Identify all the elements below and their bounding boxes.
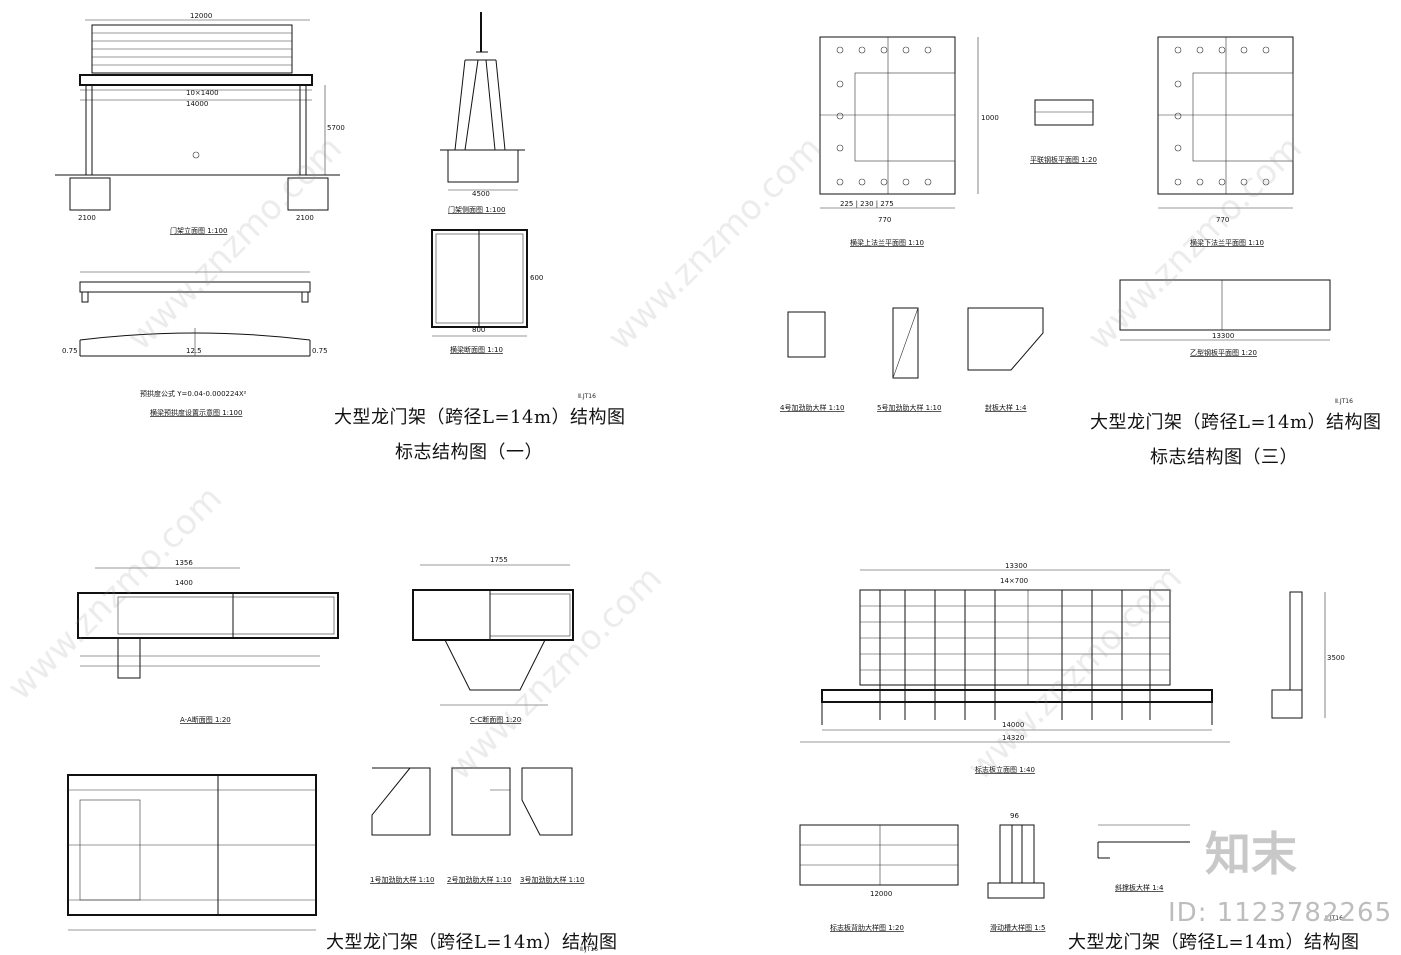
sign-elevation-drawing: 13300 14×700 14000 14320 标志板立面图 1:40 (800, 562, 1230, 774)
label-sealing: 封板大样 1:4 (985, 403, 1027, 412)
plate-b-drawing: 13300 乙型钢板平面图 1:20 (1119, 279, 1331, 357)
dim-sign-spacing: 14×700 (1000, 577, 1028, 585)
dim-camber-span: 12.5 (186, 347, 202, 355)
dim-aa-sub: 1400 (175, 579, 193, 587)
dim-camber-right: 0.75 (312, 347, 328, 355)
dim-flange-row: 225 | 230 | 275 (840, 200, 894, 208)
label-section-cc: C-C断面图 1:20 (470, 715, 521, 724)
label-plate-small: 平联钢板平面图 1:20 (1030, 155, 1097, 164)
dim-span-inner: 12000 (190, 12, 212, 20)
dim-camber-left: 0.75 (62, 347, 78, 355)
side-view-drawing: 4500 门架侧面图 1:100 (440, 12, 525, 214)
dim-span-total: 14000 (186, 100, 208, 108)
dim-span-detail: 10×1400 (186, 89, 219, 97)
label-frame-section: 横梁断面图 1:10 (450, 345, 503, 354)
dim-flange-h: 1000 (981, 114, 999, 122)
dim-slide-w: 96 (1010, 812, 1019, 820)
dim-height: 5700 (327, 124, 345, 132)
dim-plate-b: 13300 (1212, 332, 1234, 340)
sheet2-no: Ⅱ.JT16 (1335, 398, 1353, 405)
section-aa-drawing: 1356 1400 A-A断面图 1:20 (77, 559, 339, 724)
small-plate-drawing: 平联钢板平面图 1:20 (1030, 99, 1097, 164)
label-rib2: 2号加劲肋大样 1:10 (447, 875, 511, 884)
label-side: 门架侧面图 1:100 (448, 205, 505, 214)
bracket-detail: 斜撑板大样 1:4 (1097, 824, 1190, 892)
sheet2-title: 大型龙门架（跨径L=14m）结构图 (1090, 412, 1382, 433)
rib-details-top: 4号加劲肋大样 1:10 5号加劲肋大样 1:10 封板大样 1:4 (780, 307, 1044, 412)
sheet3-title: 大型龙门架（跨径L=14m）结构图 (326, 932, 618, 953)
label-slide: 滑动槽大样图 1:5 (990, 923, 1046, 932)
label-rib1: 1号加劲肋大样 1:10 (370, 875, 434, 884)
sign-ribs (92, 32, 292, 66)
dim-side-width: 4500 (472, 190, 490, 198)
label-plate-b: 乙型钢板平面图 1:20 (1190, 348, 1257, 357)
label-camber: 横梁预拱度设置示意图 1:100 (150, 408, 242, 417)
label-rib5: 5号加劲肋大样 1:10 (877, 403, 941, 412)
gantry-elevation-drawing: 12000 10×1400 14000 5700 2100 2100 门架立面图… (55, 12, 345, 235)
dim-flange-w: 770 (878, 216, 891, 224)
label-sign-plate: 标志板背肋大样图 1:20 (830, 923, 904, 932)
label-bracket: 斜撑板大样 1:4 (1115, 883, 1164, 892)
flange-bottom-drawing: 770 横梁下法兰平面图 1:10 (1157, 36, 1294, 247)
camber-formula: 预拱度公式 Y=0.04-0.000224X² (140, 389, 247, 398)
sign-side-drawing: 3500 (1271, 591, 1345, 719)
sheet1-title: 大型龙门架（跨径L=14m）结构图 (334, 407, 626, 428)
camber-drawing: 12.5 0.75 0.75 预拱度公式 Y=0.04-0.000224X² 横… (62, 271, 328, 417)
sheet1-subtitle: 标志结构图（一） (395, 442, 543, 463)
sheet1-no: Ⅱ.JT16 (578, 393, 596, 400)
dim-base-left: 2100 (78, 214, 96, 222)
bolt-holes (836, 46, 932, 186)
dim-cc-len: 1755 (490, 556, 508, 564)
sign-plate-detail: 12000 标志板背肋大样图 1:20 (799, 824, 959, 932)
label-rib3: 3号加劲肋大样 1:10 (520, 875, 584, 884)
flange-top-drawing: 225 | 230 | 275 770 1000 横梁上法兰平面图 1:10 (819, 36, 999, 247)
dim-base-right: 2100 (296, 214, 314, 222)
rib-details-bottom: 1号加劲肋大样 1:10 2号加劲肋大样 1:10 3号加劲肋大样 1:10 (370, 767, 584, 884)
label-flange-top: 横梁上法兰平面图 1:10 (850, 238, 924, 247)
sheet2-subtitle: 标志结构图（三） (1150, 447, 1298, 468)
sheet4-title: 大型龙门架（跨径L=14m）结构图 (1068, 932, 1360, 953)
dim-frame-w: 800 (472, 326, 485, 334)
dim-sign-panel: 13300 (1005, 562, 1027, 570)
slide-detail: 96 滑动槽大样图 1:5 (987, 812, 1046, 932)
label-elevation: 门架立面图 1:100 (170, 226, 227, 235)
frame-section-drawing: 800 600 横梁断面图 1:10 (431, 229, 543, 354)
dim-sign-h: 3500 (1327, 654, 1345, 662)
sheet3-no: Ⅱ.JT16 (580, 946, 598, 953)
dim-frame-h: 600 (530, 274, 543, 282)
brand-id: ID: 1123782265 (1168, 898, 1393, 928)
brand-logo: 知末 (1205, 827, 1297, 881)
dim-flange-w2: 770 (1216, 216, 1229, 224)
sheet4-no: Ⅱ.JT16 (1325, 915, 1343, 922)
dim-aa-len: 1356 (175, 559, 193, 567)
section-cc-drawing: 1755 C-C断面图 1:20 (412, 556, 574, 724)
label-section-aa: A-A断面图 1:20 (180, 715, 231, 724)
label-sign-elev: 标志板立面图 1:40 (975, 765, 1035, 774)
dim-sign-total: 14320 (1002, 734, 1024, 742)
plan-bottom-left (67, 774, 317, 931)
label-flange-bottom: 横梁下法兰平面图 1:10 (1190, 238, 1264, 247)
dim-sign-inner: 14000 (1002, 721, 1024, 729)
dim-sign-plate: 12000 (870, 890, 892, 898)
label-rib4: 4号加劲肋大样 1:10 (780, 403, 844, 412)
